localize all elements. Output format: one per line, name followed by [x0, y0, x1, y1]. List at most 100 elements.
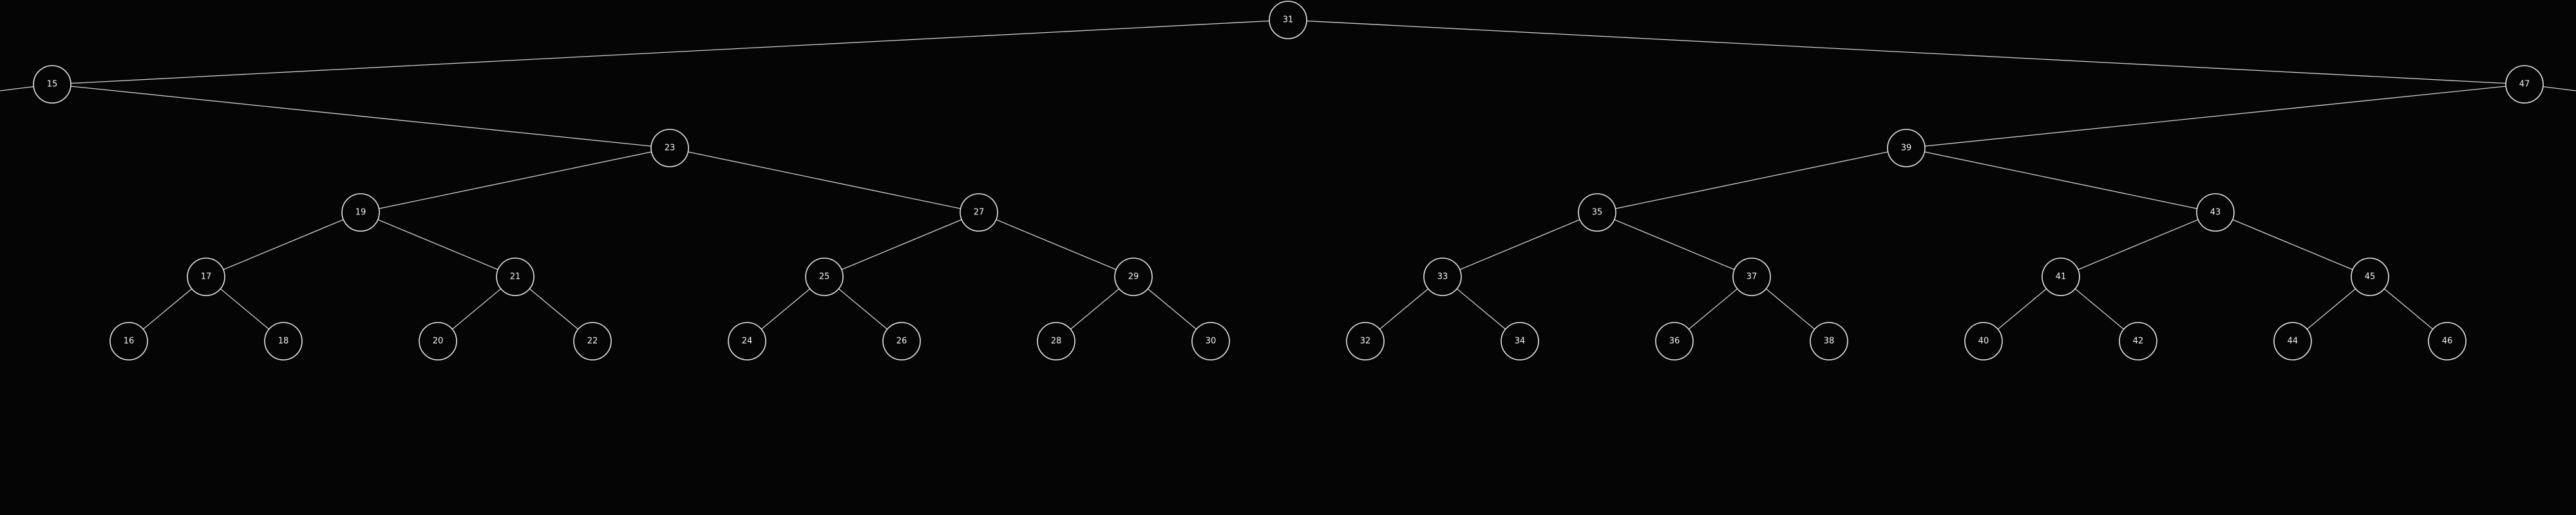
- tree-node-22: 22: [573, 322, 612, 360]
- edge-31-47: [1287, 19, 2525, 85]
- node-label-42: 42: [2133, 337, 2144, 346]
- tree-node-43: 43: [2196, 193, 2235, 232]
- node-label-40: 40: [1978, 337, 1989, 346]
- node-label-33: 33: [1437, 272, 1448, 282]
- tree-node-37: 37: [1732, 258, 1771, 296]
- node-circle-44: [2273, 322, 2312, 360]
- node-circle-15: [33, 65, 71, 104]
- tree-node-32: 32: [1346, 322, 1385, 360]
- tree-node-36: 36: [1655, 322, 1694, 360]
- node-circle-35: [1578, 193, 1616, 232]
- edge-19-17: [205, 212, 361, 277]
- node-label-36: 36: [1669, 337, 1680, 346]
- node-circle-38: [1810, 322, 1848, 360]
- node-label-17: 17: [201, 272, 212, 282]
- edge-23-19: [360, 147, 670, 213]
- node-label-22: 22: [587, 337, 598, 346]
- node-label-25: 25: [819, 272, 830, 282]
- node-circle-18: [264, 322, 303, 360]
- node-label-32: 32: [1360, 337, 1371, 346]
- node-circle-20: [419, 322, 457, 360]
- node-circle-22: [573, 322, 612, 360]
- tree-node-29: 29: [1114, 258, 1153, 296]
- node-label-16: 16: [124, 337, 135, 346]
- edge-39-35: [1596, 147, 1907, 213]
- node-label-20: 20: [433, 337, 444, 346]
- tree-node-16: 16: [109, 322, 148, 360]
- node-label-30: 30: [1206, 337, 1217, 346]
- node-label-31: 31: [1283, 15, 1294, 25]
- node-label-35: 35: [1592, 208, 1603, 218]
- node-label-39: 39: [1901, 144, 1912, 153]
- tree-node-23: 23: [650, 129, 689, 167]
- node-circle-42: [2119, 322, 2157, 360]
- tree-node-26: 26: [882, 322, 921, 360]
- node-label-29: 29: [1128, 272, 1139, 282]
- tree-node-21: 21: [496, 258, 535, 296]
- edge-27-29: [978, 212, 1134, 277]
- tree-node-20: 20: [419, 322, 457, 360]
- node-label-34: 34: [1515, 337, 1526, 346]
- node-label-28: 28: [1051, 337, 1062, 346]
- node-label-41: 41: [2056, 272, 2067, 282]
- edge-15-23: [52, 84, 670, 149]
- node-circle-19: [341, 193, 380, 232]
- tree-node-25: 25: [805, 258, 844, 296]
- edges-layer: [0, 19, 2576, 342]
- nodes-layer: 31 15 47 23 39 19 27 35 43 17 21 25 29 33 37 41 45 16 18 20…: [33, 1, 2544, 360]
- node-circle-47: [2505, 65, 2544, 104]
- tree-node-39: 39: [1887, 129, 1926, 167]
- edge-43-45: [2215, 212, 2371, 277]
- tree-node-35: 35: [1578, 193, 1616, 232]
- tree-node-18: 18: [264, 322, 303, 360]
- tree-node-31: 31: [1269, 1, 1307, 39]
- node-label-26: 26: [896, 337, 907, 346]
- edge-47-39: [1906, 84, 2525, 149]
- edge-23-27: [669, 147, 980, 213]
- node-label-27: 27: [974, 208, 985, 218]
- tree-node-15: 15: [33, 65, 71, 104]
- tree-node-40: 40: [1964, 322, 2003, 360]
- node-circle-34: [1501, 322, 1539, 360]
- tree-node-17: 17: [187, 258, 225, 296]
- node-label-43: 43: [2210, 208, 2221, 218]
- edge-27-25: [824, 212, 980, 277]
- edge-19-21: [360, 212, 516, 277]
- edge-35-37: [1596, 212, 1752, 277]
- node-circle-23: [650, 129, 689, 167]
- node-circle-45: [2351, 258, 2389, 296]
- node-label-47: 47: [2519, 80, 2530, 89]
- node-circle-21: [496, 258, 535, 296]
- node-circle-27: [960, 193, 998, 232]
- edge-35-33: [1442, 212, 1598, 277]
- node-circle-36: [1655, 322, 1694, 360]
- node-label-44: 44: [2287, 337, 2298, 346]
- node-label-21: 21: [510, 272, 521, 282]
- node-circle-33: [1423, 258, 1462, 296]
- node-label-15: 15: [47, 80, 58, 89]
- node-circle-37: [1732, 258, 1771, 296]
- node-circle-43: [2196, 193, 2235, 232]
- node-circle-16: [109, 322, 148, 360]
- tree-node-34: 34: [1501, 322, 1539, 360]
- tree-node-19: 19: [341, 193, 380, 232]
- node-label-19: 19: [355, 208, 366, 218]
- tree-node-28: 28: [1037, 322, 1075, 360]
- tree-node-47: 47: [2505, 65, 2544, 104]
- node-circle-26: [882, 322, 921, 360]
- node-circle-25: [805, 258, 844, 296]
- node-circle-40: [1964, 322, 2003, 360]
- tree-node-30: 30: [1191, 322, 1230, 360]
- node-label-37: 37: [1747, 272, 1757, 282]
- node-label-45: 45: [2365, 272, 2376, 282]
- node-circle-46: [2428, 322, 2467, 360]
- node-circle-29: [1114, 258, 1153, 296]
- node-circle-17: [187, 258, 225, 296]
- node-label-46: 46: [2442, 337, 2453, 346]
- node-circle-39: [1887, 129, 1926, 167]
- tree-node-33: 33: [1423, 258, 1462, 296]
- node-circle-32: [1346, 322, 1385, 360]
- edge-31-15: [52, 19, 1289, 85]
- tree-node-45: 45: [2351, 258, 2389, 296]
